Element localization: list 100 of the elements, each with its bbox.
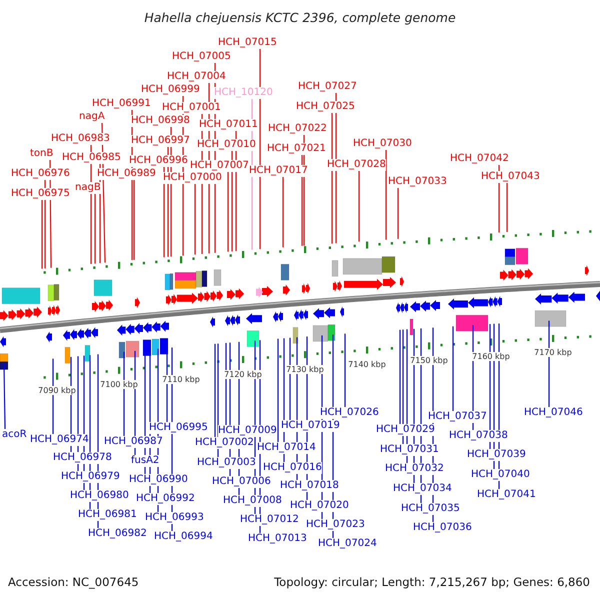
gene-label: HCH_07033 <box>388 176 447 188</box>
scale-label: 7140 kbp <box>348 360 386 370</box>
footer-text: Topology: circular; Length: 7,215,267 bp; Genes: 6,860 <box>274 575 590 589</box>
leader-line <box>163 167 165 258</box>
gene-label: HCH_06995 <box>149 422 208 434</box>
leader-line <box>358 171 360 242</box>
leader-line <box>259 49 261 250</box>
gene-label: HCH_06993 <box>145 512 204 524</box>
gene-label: HCH_07041 <box>477 489 536 501</box>
gene-label: HCH_07038 <box>449 430 508 442</box>
gene-label: HCH_07012 <box>240 514 299 526</box>
leader-line <box>227 172 229 252</box>
title: Hahella chejuensis KCTC 2396, complete genome <box>143 10 457 25</box>
gene-label: HCH_06976 <box>11 168 70 180</box>
leader-line <box>344 334 346 407</box>
scale-label: 7130 kbp <box>286 364 324 374</box>
gene-label: HCH_07036 <box>413 522 472 534</box>
gene-label: HCH_06974 <box>30 434 89 446</box>
scale-label: 7110 kbp <box>162 374 200 384</box>
gene-label: HCH_10120 <box>214 87 273 99</box>
leader-line <box>331 113 333 244</box>
gene-label: HCH_06979 <box>61 471 120 483</box>
leader-line <box>44 180 46 268</box>
leader-line <box>166 348 168 422</box>
gene-label: HCH_07025 <box>296 101 355 113</box>
gene-label: HCH_07000 <box>163 172 222 184</box>
gene-label: HCH_07040 <box>471 469 530 481</box>
scale-label: 7100 kbp <box>100 380 138 390</box>
gene-label: HCH_07013 <box>248 533 307 545</box>
gene-label: HCH_07019 <box>281 420 340 432</box>
gene-label: nagB <box>75 182 101 194</box>
leader-line <box>301 155 303 246</box>
gene-label: HCH_06982 <box>88 528 147 540</box>
leader-line <box>194 184 196 255</box>
footer-text: Accession: NC_007645 <box>8 575 139 589</box>
leader-line <box>402 330 404 444</box>
gene-label: HCH_07006 <box>212 476 271 488</box>
leader-line <box>452 326 454 411</box>
gene-label: HCH_06985 <box>62 152 121 164</box>
gene-label: nagA <box>79 111 105 123</box>
gene-label: HCH_07015 <box>218 37 277 49</box>
leader-line <box>385 150 387 240</box>
gene-label: HCH_07021 <box>267 143 326 155</box>
leader-line <box>277 338 279 442</box>
gene-label: HCH_06975 <box>11 188 70 200</box>
leader-line <box>41 200 43 269</box>
gene-label: HCH_07002 <box>195 437 254 449</box>
gene-label: HCH_06980 <box>70 490 129 502</box>
gene-label: HCH_07022 <box>268 123 327 135</box>
gene-label: HCH_07027 <box>298 81 357 93</box>
gene-label: HCH_07032 <box>385 463 444 475</box>
gene-label: HCH_07008 <box>223 495 282 507</box>
leader-line <box>548 320 550 407</box>
gene-label: HCH_07039 <box>467 449 526 461</box>
gene-label: HCH_07024 <box>318 538 377 550</box>
gene-label: HCH_07017 <box>249 165 308 177</box>
gene-label: HCH_07030 <box>353 138 412 150</box>
gene-label: HCH_06996 <box>129 155 188 167</box>
leader-line <box>94 194 96 264</box>
gene-label: HCH_07042 <box>450 153 509 165</box>
gene-label: fusA2 <box>131 455 160 467</box>
scale-label: 7090 kbp <box>38 386 76 396</box>
gene-label: HCH_07026 <box>320 407 379 419</box>
gene-label: HCH_07018 <box>280 480 339 492</box>
gene-label: HCH_06983 <box>51 133 110 145</box>
leader-line <box>133 180 135 260</box>
leader-line <box>214 344 216 437</box>
scale-label: 7150 kbp <box>410 356 448 365</box>
gene-label: HCH_07010 <box>197 139 256 151</box>
leader-line <box>217 344 219 457</box>
leader-line <box>399 330 401 424</box>
gene-label: HCH_07004 <box>167 71 226 83</box>
gene-label: HCH_07035 <box>401 503 460 515</box>
gene-label: HCH_07003 <box>197 457 256 469</box>
gene-label: HCH_07007 <box>190 160 249 172</box>
gene-label: HCH_06989 <box>97 168 156 180</box>
leader-line <box>52 358 54 434</box>
gene-label: HCH_07020 <box>290 500 349 512</box>
leader-line <box>3 364 6 429</box>
gene-label: HCH_06990 <box>129 474 188 486</box>
leader-line <box>397 188 399 239</box>
gene-label: HCH_07009 <box>218 425 277 437</box>
gene-label: HCH_07031 <box>380 444 439 456</box>
leader-line <box>506 183 508 232</box>
gene-label: HCH_06998 <box>131 115 190 127</box>
gene-label: HCH_07029 <box>376 424 435 436</box>
gene-label: HCH_07016 <box>263 462 322 474</box>
gene-label: HCH_07005 <box>172 51 231 63</box>
leader-line <box>123 352 125 436</box>
leader-line <box>289 338 291 420</box>
gene-label: HCH_07028 <box>327 159 386 171</box>
gene-label: HCH_07034 <box>393 483 452 495</box>
scale-label: 7170 kbp <box>534 348 572 358</box>
gene-label: HCH_06999 <box>141 84 200 96</box>
gene-label: HCH_07043 <box>481 171 540 183</box>
gene-label: HCH_06994 <box>154 531 213 543</box>
gene-label: HCH_06991 <box>92 98 151 110</box>
leader-line <box>282 177 284 248</box>
gene-label: HCH_07037 <box>428 411 487 423</box>
gene-label: HCH_07011 <box>199 119 258 131</box>
